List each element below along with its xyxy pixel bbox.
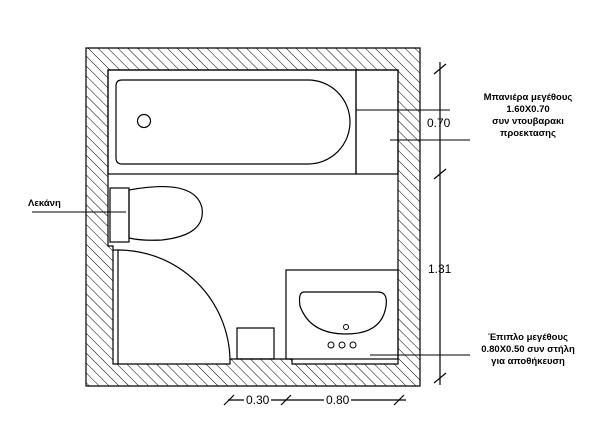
- bathtub-label: Μπανιέρα μεγέθους 1.60Χ0.70 συν ντουβαρα…: [458, 92, 598, 140]
- bathtub-label-line-1: Μπανιέρα μεγέθους: [483, 92, 573, 103]
- faucet-right: [349, 341, 357, 349]
- bathtub-drain: [136, 113, 152, 129]
- bathtub-label-line-3: συν ντουβαρακι: [492, 116, 564, 127]
- bathtub-outline: [107, 69, 357, 175]
- bathtub-label-line-2: 1.60Χ0.70: [506, 104, 550, 115]
- tub-depth-dimension: 0.70: [427, 116, 451, 130]
- bottom-right-dimension: 0.80: [324, 393, 352, 407]
- bottom-left-dimension: 0.30: [244, 393, 272, 407]
- cabinet-outline: [285, 269, 399, 360]
- door-swing-arc: [117, 249, 231, 361]
- cabinet-label-line-3: για αποθήκευση: [491, 356, 565, 367]
- sink-basin: [298, 291, 387, 335]
- storage-cube: [236, 327, 275, 360]
- bathtub: [107, 69, 399, 175]
- door: [113, 249, 231, 364]
- toilet-bowl: [128, 185, 203, 241]
- toilet-tank: [109, 187, 130, 243]
- toilet-label: Λεκάνη: [28, 198, 61, 209]
- bathtub-basin: [115, 79, 351, 165]
- bathtub-extension-wall: [355, 69, 399, 175]
- vanity-cabinet: [285, 269, 399, 360]
- cabinet-label-line-2: 0.80Χ0.50 συν στήλη: [481, 344, 575, 355]
- wall-hatched: [85, 47, 421, 387]
- bathtub-label-line-4: προεκτασης: [500, 128, 556, 139]
- faucet-center: [338, 341, 346, 349]
- cabinet-label: Έπιπλο μεγέθους 0.80Χ0.50 συν στήλη για …: [458, 332, 598, 368]
- room-depth-dimension: 1.31: [428, 262, 452, 276]
- sink-drain: [343, 324, 349, 330]
- cabinet-label-line-1: Έπιπλο μεγέθους: [488, 332, 568, 343]
- faucet-left: [327, 341, 335, 349]
- vertical-dimension: [433, 62, 447, 385]
- toilet: [109, 185, 203, 243]
